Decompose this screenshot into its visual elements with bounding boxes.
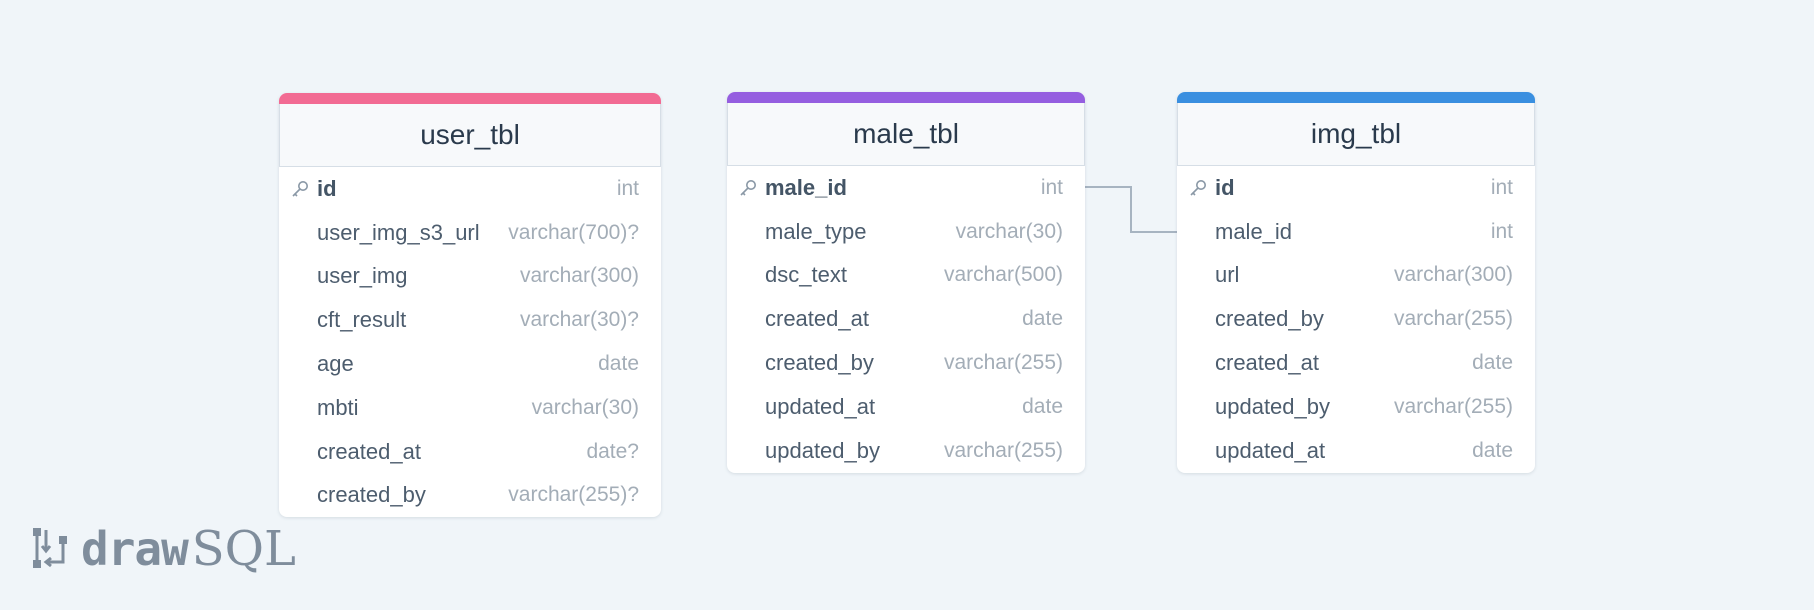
column-type: int <box>1040 175 1063 199</box>
table-row[interactable]: created_by varchar(255)? <box>279 474 661 518</box>
column-name: user_img <box>317 263 408 289</box>
column-name: updated_at <box>1215 437 1326 463</box>
table-row[interactable]: user_img varchar(300) <box>279 255 661 299</box>
column-type: date <box>1472 351 1513 375</box>
column-type: varchar(30) <box>955 219 1063 243</box>
column-name: id <box>317 175 337 201</box>
table-row[interactable]: created_at date? <box>279 430 661 474</box>
table-header[interactable]: male_tbl <box>727 103 1085 166</box>
column-type: varchar(30) <box>531 395 639 419</box>
column-name: created_at <box>317 438 421 464</box>
column-type: varchar(300) <box>519 264 639 288</box>
table-row[interactable]: created_by varchar(255) <box>727 341 1085 385</box>
column-type: date <box>1022 394 1063 418</box>
column-list: male_id int male_type varchar(30) dsc_te… <box>727 166 1085 473</box>
key-icon <box>292 180 308 197</box>
column-name: updated_by <box>1215 393 1330 419</box>
relation-line-male-id <box>1085 186 1177 233</box>
key-icon <box>1190 179 1206 196</box>
column-list: id int male_id int url varchar(300) crea… <box>1177 166 1535 473</box>
column-type: date? <box>586 439 639 463</box>
column-type: varchar(700)? <box>508 220 639 244</box>
column-name: created_at <box>765 306 869 332</box>
table-row[interactable]: mbti varchar(30) <box>279 386 661 430</box>
column-type: date <box>598 352 639 376</box>
table-row[interactable]: male_id int <box>1177 210 1535 254</box>
column-list: id int user_img_s3_url varchar(700)? use… <box>279 167 661 517</box>
column-name: created_by <box>317 482 426 508</box>
table-header[interactable]: user_tbl <box>279 104 661 167</box>
table-row[interactable]: updated_by varchar(255) <box>727 429 1085 473</box>
table-row[interactable]: updated_at date <box>1177 429 1535 473</box>
column-type: int <box>1490 219 1513 243</box>
table-accent-bar <box>1177 92 1535 103</box>
table-img-tbl[interactable]: img_tbl id int male_id int url varchar(3… <box>1177 92 1535 473</box>
drawsql-logo-icon <box>33 528 67 568</box>
table-row[interactable]: id int <box>279 167 661 211</box>
table-male-tbl[interactable]: male_tbl male_id int male_type varchar(3… <box>727 92 1085 473</box>
logo-text-draw: draw <box>81 522 189 576</box>
table-accent-bar <box>279 93 661 104</box>
table-row[interactable]: user_img_s3_url varchar(700)? <box>279 211 661 255</box>
column-name: created_at <box>1215 350 1319 376</box>
table-title: user_tbl <box>420 119 520 150</box>
column-name: user_img_s3_url <box>317 219 480 245</box>
column-type: date <box>1472 438 1513 462</box>
table-user-tbl[interactable]: user_tbl id int user_img_s3_url varchar(… <box>279 93 661 518</box>
column-type: varchar(255) <box>943 438 1063 462</box>
column-type: varchar(500) <box>943 263 1063 287</box>
column-name: age <box>317 351 354 377</box>
column-name: male_id <box>765 174 847 200</box>
table-row[interactable]: cft_result varchar(30)? <box>279 298 661 342</box>
column-name: male_type <box>765 218 867 244</box>
table-row[interactable]: dsc_text varchar(500) <box>727 254 1085 298</box>
table-row[interactable]: updated_at date <box>727 385 1085 429</box>
column-type: int <box>1490 175 1513 199</box>
column-name: dsc_text <box>765 262 847 288</box>
table-row[interactable]: created_by varchar(255) <box>1177 297 1535 341</box>
column-type: varchar(255) <box>943 351 1063 375</box>
column-name: updated_by <box>765 437 880 463</box>
column-type: varchar(30)? <box>519 308 639 332</box>
table-row[interactable]: male_type varchar(30) <box>727 210 1085 254</box>
column-name: id <box>1215 174 1235 200</box>
table-header[interactable]: img_tbl <box>1177 103 1535 166</box>
logo-text-sql: SQL <box>191 521 296 577</box>
column-type: date <box>1022 307 1063 331</box>
column-type: varchar(255) <box>1393 307 1513 331</box>
column-type: int <box>616 176 639 200</box>
table-row[interactable]: age date <box>279 342 661 386</box>
column-type: varchar(255)? <box>508 483 639 507</box>
column-type: varchar(300) <box>1393 263 1513 287</box>
column-name: cft_result <box>317 307 407 333</box>
column-type: varchar(255) <box>1393 394 1513 418</box>
table-title: img_tbl <box>1310 118 1402 149</box>
column-name: created_by <box>1215 306 1324 332</box>
table-row[interactable]: id int <box>1177 166 1535 210</box>
column-name: male_id <box>1215 218 1293 244</box>
table-title: male_tbl <box>853 118 959 149</box>
column-name: url <box>1215 262 1240 288</box>
table-accent-bar <box>727 92 1085 103</box>
table-row[interactable]: url varchar(300) <box>1177 254 1535 298</box>
table-row[interactable]: created_at date <box>727 297 1085 341</box>
key-icon <box>740 179 756 196</box>
drawsql-logo[interactable]: draw SQL <box>31 521 296 577</box>
table-row[interactable]: male_id int <box>727 166 1085 210</box>
column-name: created_by <box>765 350 874 376</box>
table-row[interactable]: created_at date <box>1177 341 1535 385</box>
table-row[interactable]: updated_by varchar(255) <box>1177 385 1535 429</box>
column-name: updated_at <box>765 393 876 419</box>
column-name: mbti <box>317 394 359 420</box>
